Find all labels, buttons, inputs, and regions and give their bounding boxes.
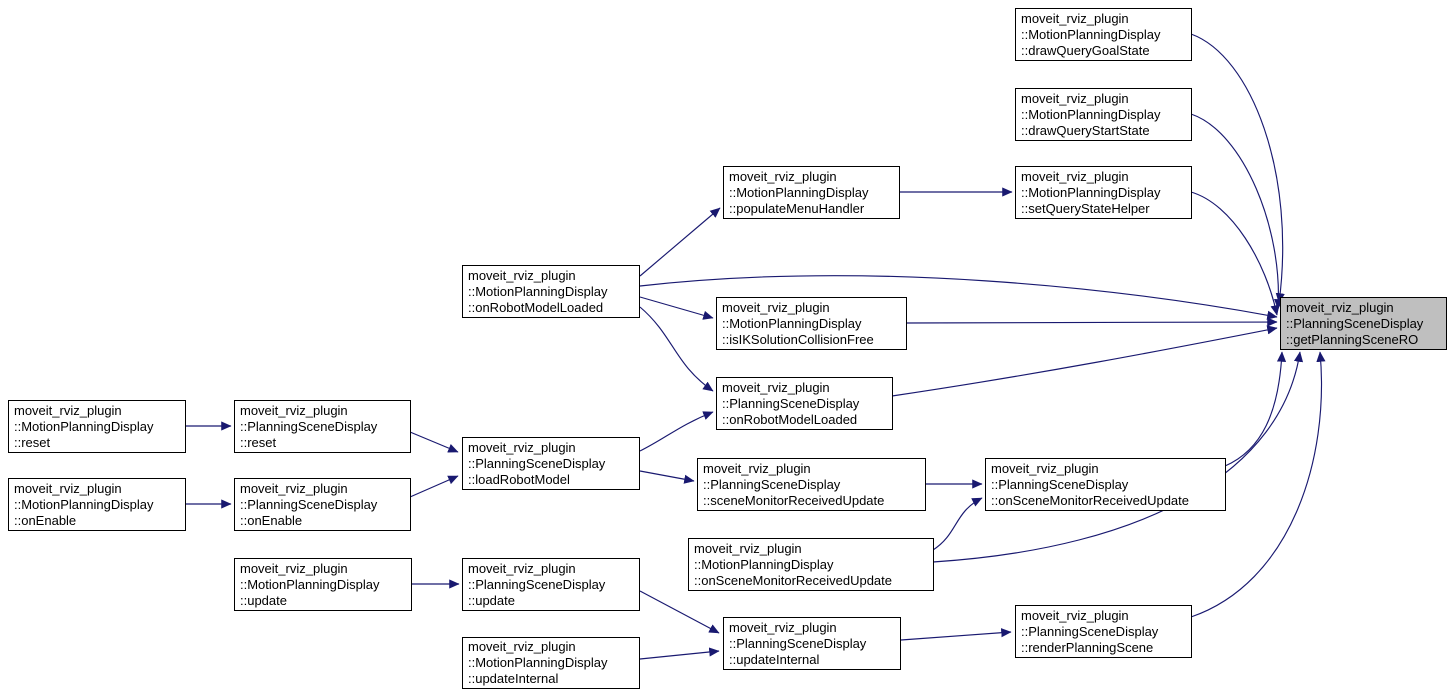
edge-psd-onenable-to-loadrobotmodel [409,475,459,498]
node-mpd-set-query-state-helper[interactable]: moveit_rviz_plugin ::MotionPlanningDispl… [1015,166,1192,219]
edge-psd-reset-to-loadrobotmodel [409,431,459,453]
edge-setquerystatehelper-to-getplanningscenero [1190,191,1280,316]
node-mpd-update[interactable]: moveit_rviz_plugin ::MotionPlanningDispl… [234,558,412,611]
node-label: moveit_rviz_plugin ::PlanningSceneDispla… [991,460,1190,508]
node-psd-update-internal[interactable]: moveit_rviz_plugin ::PlanningSceneDispla… [723,617,901,670]
edge-mpd-onscenemonitorreceivedupdate-to-getplanningscenero [932,351,1304,563]
node-psd-update[interactable]: moveit_rviz_plugin ::PlanningSceneDispla… [462,558,640,611]
node-psd-reset[interactable]: moveit_rviz_plugin ::PlanningSceneDispla… [234,400,411,453]
node-psd-get-planning-scene-ro-target: moveit_rviz_plugin ::PlanningSceneDispla… [1280,297,1447,350]
edge-loadrobotmodel-to-scenemonitorreceivedupdate [639,470,695,484]
edge-mpd-onscenemonitorreceivedupdate-to-psd-onscenemonitorreceivedupdate [932,497,983,551]
edge-psd-update-to-psd-updateinternal [639,590,720,634]
node-mpd-populate-menu-handler[interactable]: moveit_rviz_plugin ::MotionPlanningDispl… [723,166,900,219]
node-label: moveit_rviz_plugin ::MotionPlanningDispl… [240,560,380,608]
edge-loadrobotmodel-to-psd-onrobotmodelloaded [639,411,714,452]
node-psd-load-robot-model[interactable]: moveit_rviz_plugin ::PlanningSceneDispla… [462,437,640,490]
node-label: moveit_rviz_plugin ::MotionPlanningDispl… [722,299,874,347]
node-label: moveit_rviz_plugin ::PlanningSceneDispla… [468,439,606,487]
node-psd-render-planning-scene[interactable]: moveit_rviz_plugin ::PlanningSceneDispla… [1015,605,1192,658]
node-label: moveit_rviz_plugin ::PlanningSceneDispla… [1021,607,1159,655]
node-label: moveit_rviz_plugin ::MotionPlanningDispl… [14,402,154,450]
node-mpd-is-ik-solution-collision-free[interactable]: moveit_rviz_plugin ::MotionPlanningDispl… [716,297,907,350]
node-label: moveit_rviz_plugin ::MotionPlanningDispl… [1021,10,1161,58]
node-label: moveit_rviz_plugin ::PlanningSceneDispla… [722,379,860,427]
node-label: moveit_rviz_plugin ::PlanningSceneDispla… [703,460,885,508]
edge-mpd-onrobotmodelloaded-to-getplanningscenero [639,275,1278,320]
edge-psd-onscenemonitorreceivedupdate-to-getplanningscenero [1224,351,1287,467]
node-label: moveit_rviz_plugin ::PlanningSceneDispla… [468,560,606,608]
node-mpd-draw-query-start-state[interactable]: moveit_rviz_plugin ::MotionPlanningDispl… [1015,88,1192,141]
node-label: moveit_rviz_plugin ::MotionPlanningDispl… [729,168,869,216]
edge-mpd-onrobotmodelloaded-to-isiksolutioncollisionfree [639,296,714,320]
node-label: moveit_rviz_plugin ::MotionPlanningDispl… [14,480,154,528]
edge-drawquerygoalstate-to-getplanningscenero [1190,33,1285,304]
edge-drawquerystartstate-to-getplanningscenero [1190,113,1284,310]
node-label: moveit_rviz_plugin ::MotionPlanningDispl… [1021,168,1161,216]
edge-mpd-onrobotmodelloaded-to-psd-onrobotmodelloaded [639,306,714,392]
node-label: moveit_rviz_plugin ::PlanningSceneDispla… [240,480,378,528]
node-psd-on-enable[interactable]: moveit_rviz_plugin ::PlanningSceneDispla… [234,478,411,531]
edge-mpd-onrobotmodelloaded-to-populatemenuhandler [639,207,721,277]
edge-isiksolutioncollisionfree-to-getplanningscenero [905,317,1278,327]
node-mpd-reset[interactable]: moveit_rviz_plugin ::MotionPlanningDispl… [8,400,186,453]
node-mpd-draw-query-goal-state[interactable]: moveit_rviz_plugin ::MotionPlanningDispl… [1015,8,1192,61]
node-mpd-on-robot-model-loaded[interactable]: moveit_rviz_plugin ::MotionPlanningDispl… [462,265,640,318]
edge-psd-onrobotmodelloaded-to-getplanningscenero [891,325,1278,397]
node-label: moveit_rviz_plugin ::MotionPlanningDispl… [468,639,608,686]
edge-renderplanningscene-to-getplanningscenero [1190,351,1326,618]
node-label: moveit_rviz_plugin ::PlanningSceneDispla… [729,619,867,667]
node-label: moveit_rviz_plugin ::MotionPlanningDispl… [694,540,893,588]
node-mpd-on-scene-monitor-received-update[interactable]: moveit_rviz_plugin ::MotionPlanningDispl… [688,538,934,591]
node-label: moveit_rviz_plugin ::PlanningSceneDispla… [240,402,378,450]
edge-mpd-updateinternal-to-psd-updateinternal [639,647,720,660]
node-psd-scene-monitor-received-update[interactable]: moveit_rviz_plugin ::PlanningSceneDispla… [697,458,926,511]
node-label: moveit_rviz_plugin ::MotionPlanningDispl… [468,267,608,315]
node-mpd-update-internal[interactable]: moveit_rviz_plugin ::MotionPlanningDispl… [462,637,640,689]
node-label: moveit_rviz_plugin ::PlanningSceneDispla… [1286,299,1424,347]
node-label: moveit_rviz_plugin ::MotionPlanningDispl… [1021,90,1161,138]
edge-psd-updateinternal-to-renderplanningscene [900,628,1012,641]
node-psd-on-robot-model-loaded[interactable]: moveit_rviz_plugin ::PlanningSceneDispla… [716,377,893,430]
node-psd-on-scene-monitor-received-update[interactable]: moveit_rviz_plugin ::PlanningSceneDispla… [985,458,1226,511]
node-mpd-on-enable[interactable]: moveit_rviz_plugin ::MotionPlanningDispl… [8,478,186,531]
